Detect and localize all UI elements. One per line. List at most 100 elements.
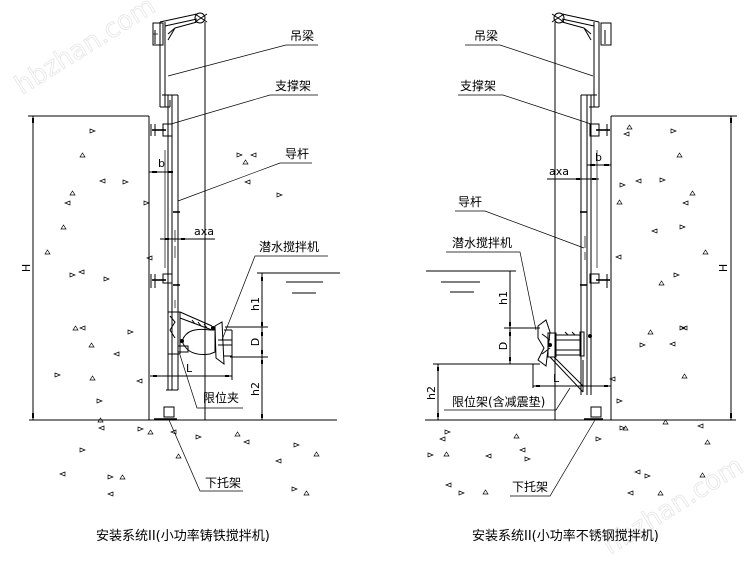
left-lower-bracket	[154, 389, 178, 420]
aggregate-mark	[54, 372, 61, 378]
aggregate-mark	[60, 224, 67, 230]
right-label-limit-frame: 限位架(含减震垫)	[452, 394, 545, 409]
aggregate-mark	[662, 419, 669, 425]
aggregate-mark	[439, 436, 446, 442]
aggregate-mark	[88, 342, 95, 348]
right-label-submersible-mixer: 潜水搅拌机	[452, 235, 512, 250]
right-dim-D: D	[497, 342, 510, 350]
aggregate-mark	[96, 398, 103, 404]
watermark-bottom-right: hbzhan.com	[598, 451, 749, 561]
right-height-dimension: H	[717, 116, 732, 420]
left-b-dimension: b	[149, 157, 173, 173]
aggregate-mark	[291, 486, 298, 492]
aggregate-mark	[616, 398, 623, 404]
aggregate-mark	[195, 434, 202, 440]
left-water-level	[257, 272, 340, 294]
aggregate-mark	[78, 269, 85, 275]
left-label-lower-bracket: 下托架	[205, 476, 241, 490]
aggregate-mark	[702, 249, 709, 255]
left-submersible-mixer	[167, 311, 233, 366]
aggregate-mark	[644, 473, 651, 479]
left-dim-b: b	[158, 157, 165, 170]
aggregate-mark	[122, 179, 129, 185]
left-dim-D: D	[249, 338, 262, 346]
left-caption: 安装系统II(小功率铸铁搅拌机)	[96, 528, 270, 544]
aggregate-mark	[681, 373, 688, 379]
left-label-hoist-beam: 吊梁	[290, 28, 314, 43]
aggregate-mark	[119, 474, 126, 480]
left-height-dimension: H	[20, 116, 34, 420]
aggregate-mark	[673, 272, 680, 278]
aggregate-mark	[89, 128, 96, 134]
aggregate-mark	[143, 200, 150, 206]
aggregate-mark	[619, 425, 626, 431]
aggregate-mark	[107, 474, 114, 480]
aggregate-mark	[676, 152, 683, 158]
right-leaders	[444, 44, 596, 497]
aggregate-mark	[485, 453, 492, 459]
aggregate-mark	[699, 472, 706, 478]
left-L-dimension: L	[150, 355, 233, 380]
right-vertical-dimensions: h1 D h2	[425, 271, 540, 420]
left-lower-support-frame	[150, 273, 173, 288]
left-dim-axa: axa	[194, 225, 214, 238]
aggregate-mark	[170, 429, 177, 435]
aggregate-mark	[482, 489, 489, 495]
right-L-dimension: L	[532, 364, 611, 388]
aggregate-mark	[293, 442, 300, 448]
aggregate-mark	[627, 490, 634, 496]
aggregate-mark	[524, 456, 531, 462]
right-dim-b: b	[595, 151, 602, 164]
right-dim-axa: axa	[549, 165, 569, 178]
right-axa-dimension: axa	[547, 165, 599, 180]
right-lower-support-frame	[589, 273, 612, 288]
left-dim-L: L	[186, 362, 193, 375]
right-b-dimension: b	[587, 151, 611, 166]
aggregate-mark	[103, 276, 110, 282]
aggregate-mark	[519, 447, 526, 453]
aggregate-mark	[651, 228, 658, 234]
aggregate-mark	[616, 199, 623, 205]
aggregate-mark	[626, 124, 633, 130]
aggregate-mark	[113, 351, 120, 357]
aggregate-mark	[243, 439, 250, 445]
aggregate-mark	[444, 429, 451, 435]
right-dim-H: H	[717, 264, 730, 272]
right-dim-h1: h1	[497, 291, 510, 305]
left-dim-h2: h2	[249, 382, 262, 396]
aggregate-mark	[44, 249, 51, 255]
right-dim-L: L	[553, 372, 560, 385]
aggregate-mark	[634, 469, 641, 475]
aggregate-mark	[445, 482, 452, 488]
aggregate-mark	[79, 325, 86, 331]
right-label-hoist-beam: 吊梁	[474, 28, 498, 43]
aggregate-mark	[679, 224, 686, 230]
aggregate-mark	[659, 177, 666, 183]
aggregate-mark	[615, 254, 622, 260]
aggregate-mark	[64, 200, 71, 206]
left-concrete-wall	[28, 115, 150, 420]
left-dim-h1: h1	[249, 297, 262, 311]
aggregate-mark	[234, 431, 241, 437]
left-vertical-dimensions: h1 D h2	[225, 273, 268, 420]
right-label-support-frame: 支撑架	[460, 78, 496, 93]
right-hoist-beam	[551, 12, 612, 108]
watermark-top-left: hbzhan.com	[10, 0, 161, 101]
right-lower-bracket	[584, 406, 603, 420]
aggregate-mark	[670, 128, 677, 134]
aggregate-mark	[137, 426, 144, 432]
aggregate-mark	[619, 182, 626, 188]
left-label-limit-clamp: 限位夹	[203, 390, 239, 405]
aggregate-mark	[595, 436, 602, 442]
aggregate-mark	[242, 159, 249, 165]
aggregate-mark	[107, 491, 114, 497]
aggregate-mark	[635, 178, 642, 184]
left-dim-H: H	[20, 264, 33, 272]
aggregate-mark	[623, 131, 630, 137]
left-label-submersible-mixer: 潜水搅拌机	[259, 239, 319, 254]
right-installation-diagram: H	[425, 12, 737, 544]
aggregate-mark	[609, 376, 616, 382]
aggregate-mark	[79, 447, 86, 453]
aggregate-mark	[89, 375, 96, 381]
